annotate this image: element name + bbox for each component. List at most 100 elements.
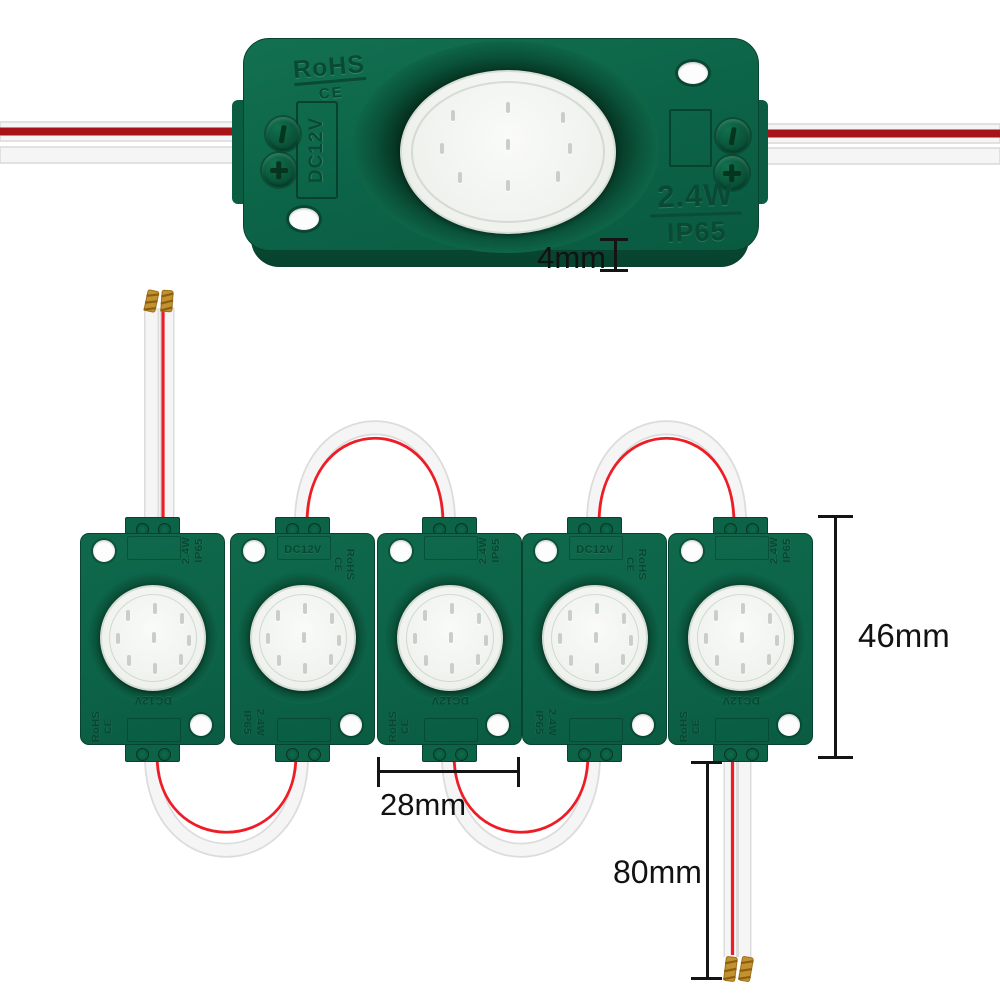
- led-chip-icon: [569, 655, 573, 666]
- led-module: DC12V 2.4W IP65 RoHS CE: [668, 517, 813, 762]
- led-chip-icon: [277, 655, 281, 666]
- rohs-ce-marking: RoHS CE: [388, 699, 413, 755]
- led-lens: [542, 585, 648, 691]
- led-chip-icon: [594, 632, 598, 643]
- emboss-rectangle: [424, 536, 478, 560]
- emboss-rectangle: [277, 536, 331, 560]
- rohs-ce-marking: RoHS CE: [282, 50, 378, 106]
- led-chip-icon: [506, 102, 510, 113]
- led-chip-icon: [775, 635, 779, 646]
- led-chip-icon: [266, 633, 270, 644]
- tab-rivet-icon: [433, 748, 446, 761]
- dimension-cap: [691, 761, 722, 764]
- led-chip-icon: [303, 603, 307, 614]
- slot-screw-icon: [716, 119, 750, 153]
- led-chip-icon: [741, 663, 745, 674]
- connector-tab-bottom: [713, 742, 768, 762]
- dimension-cap: [600, 238, 628, 241]
- mounting-hole: [390, 540, 412, 562]
- led-chip-icon: [561, 112, 565, 123]
- led-chip-icon: [187, 635, 191, 646]
- rohs-ce-marking: RoHS CE: [623, 537, 648, 593]
- led-chip-icon: [458, 172, 462, 183]
- bare-wire-tip-icon: [738, 956, 754, 982]
- mounting-hole: [487, 714, 509, 736]
- led-chip-icon: [180, 613, 184, 624]
- module-body: DC12V 2.4W IP65 RoHS CE: [80, 533, 225, 745]
- lens-inner-ring: [109, 594, 197, 682]
- led-chip-icon: [450, 603, 454, 614]
- led-chip-icon: [714, 610, 718, 621]
- led-chip-icon: [595, 663, 599, 674]
- mounting-hole: [289, 208, 319, 230]
- module-body: DC12V 2.4W IP65 RoHS CE: [668, 533, 813, 745]
- voltage-marking: DC12V: [713, 694, 769, 706]
- lens-inner-ring: [697, 594, 785, 682]
- led-chip-icon: [302, 632, 306, 643]
- led-lens: [250, 585, 356, 691]
- module-body: DC12V 2.4W IP65 RoHS CE: [377, 533, 522, 745]
- rohs-label: RoHS: [90, 710, 103, 743]
- emboss-rectangle: [669, 109, 712, 167]
- voltage-label: DC12V: [134, 694, 172, 706]
- emboss-rectangle: [569, 718, 623, 742]
- led-chip-icon: [153, 663, 157, 674]
- led-module: DC12V 2.4W IP65 RoHS CE: [522, 517, 667, 762]
- slot-screw-icon: [266, 117, 300, 151]
- dimension-line-thickness: [613, 239, 617, 272]
- voltage-marking: DC12V: [567, 544, 623, 556]
- lens-inner-ring: [551, 594, 639, 682]
- power-label: 2.4W: [768, 536, 781, 565]
- mounting-hole: [243, 540, 265, 562]
- led-chip-icon: [451, 110, 455, 121]
- led-chip-icon: [152, 632, 156, 643]
- led-chip-icon: [450, 663, 454, 674]
- power-ip-marking: 2.4W IP65: [478, 523, 503, 579]
- led-module: DC12V 2.4W IP65 RoHS CE: [230, 517, 375, 762]
- ce-label: CE: [331, 557, 343, 572]
- led-chip-icon: [179, 654, 183, 665]
- mounting-hole: [535, 540, 557, 562]
- led-chip-icon: [622, 613, 626, 624]
- voltage-label: DC12V: [576, 544, 614, 556]
- mounting-hole: [681, 540, 703, 562]
- led-chip-icon: [477, 613, 481, 624]
- led-chip-icon: [629, 635, 633, 646]
- power-label: 2.4W: [545, 708, 558, 737]
- bare-wire-tip-icon: [143, 289, 160, 313]
- power-ip-marking: 2.4W IP65: [181, 523, 206, 579]
- rohs-label: RoHS: [343, 548, 356, 581]
- chain-output-pigtail-wire: [722, 755, 754, 982]
- led-chip-icon: [276, 610, 280, 621]
- tab-rivet-icon: [578, 748, 591, 761]
- led-chip-icon: [558, 633, 562, 644]
- led-chip-icon: [440, 143, 444, 154]
- led-lens: [688, 585, 794, 691]
- bare-wire-tip-icon: [160, 289, 174, 313]
- ce-label: CE: [623, 557, 635, 572]
- led-chip-icon: [595, 603, 599, 614]
- tab-rivet-icon: [746, 748, 759, 761]
- led-chip-icon: [153, 603, 157, 614]
- mounting-hole: [340, 714, 362, 736]
- ip-rating-label: IP65: [490, 538, 503, 563]
- wire-arc-top-1: [294, 420, 456, 524]
- lens-ring: [529, 572, 661, 704]
- led-chip-icon: [506, 139, 510, 150]
- ip-rating-label: IP65: [193, 538, 206, 563]
- led-lens: [400, 70, 616, 234]
- led-module: DC12V 2.4W IP65 RoHS CE: [377, 517, 522, 762]
- dimension-tick: [377, 757, 380, 787]
- led-chip-icon: [484, 635, 488, 646]
- connector-tab-bottom: [125, 742, 180, 762]
- ip-rating-label: IP65: [532, 710, 545, 735]
- tab-rivet-icon: [455, 748, 468, 761]
- ce-label: CE: [103, 719, 115, 734]
- thickness-dimension-label: 4mm: [537, 240, 606, 275]
- led-chip-icon: [741, 603, 745, 614]
- dimension-line-height: [834, 517, 837, 758]
- emboss-rectangle: [127, 536, 181, 560]
- led-chip-icon: [740, 632, 744, 643]
- voltage-marking: DC12V: [422, 694, 478, 706]
